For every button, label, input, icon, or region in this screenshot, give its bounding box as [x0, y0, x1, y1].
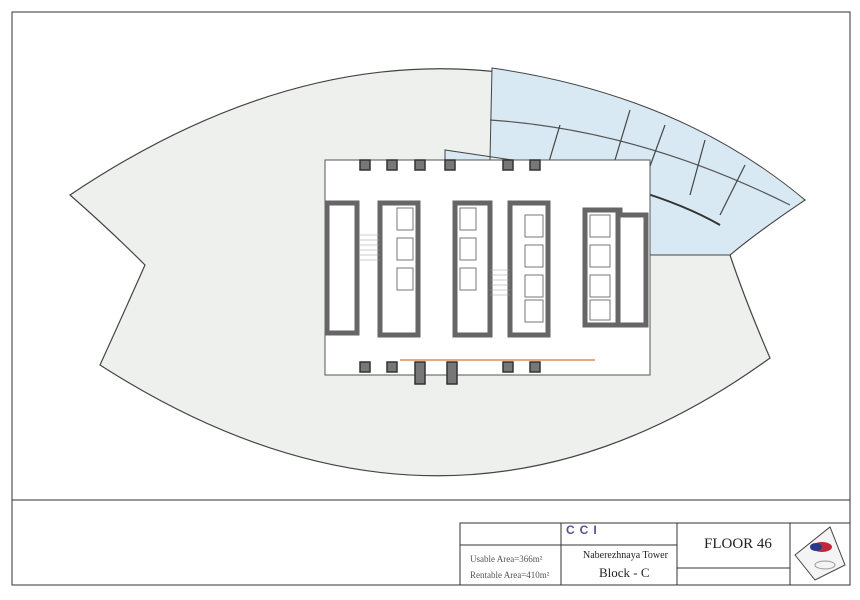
stairs	[360, 234, 510, 296]
elevator-cars	[396, 207, 611, 323]
company-logo: CCI	[566, 523, 602, 537]
sheet-frame	[11, 11, 851, 586]
core-walls	[324, 200, 649, 338]
usable-area-label: Usable Area=366m²	[470, 554, 543, 564]
building-name: Naberezhnaya Tower	[583, 550, 668, 561]
block-name: Block - C	[599, 565, 650, 580]
structural-columns	[359, 159, 541, 385]
floor-number: FLOOR 46	[704, 536, 772, 552]
title-block-grid	[459, 522, 851, 586]
office-corridor-wall	[489, 119, 791, 206]
key-plan-icon	[794, 526, 846, 581]
rentable-area-label: Rentable Area=410m²	[470, 570, 550, 580]
